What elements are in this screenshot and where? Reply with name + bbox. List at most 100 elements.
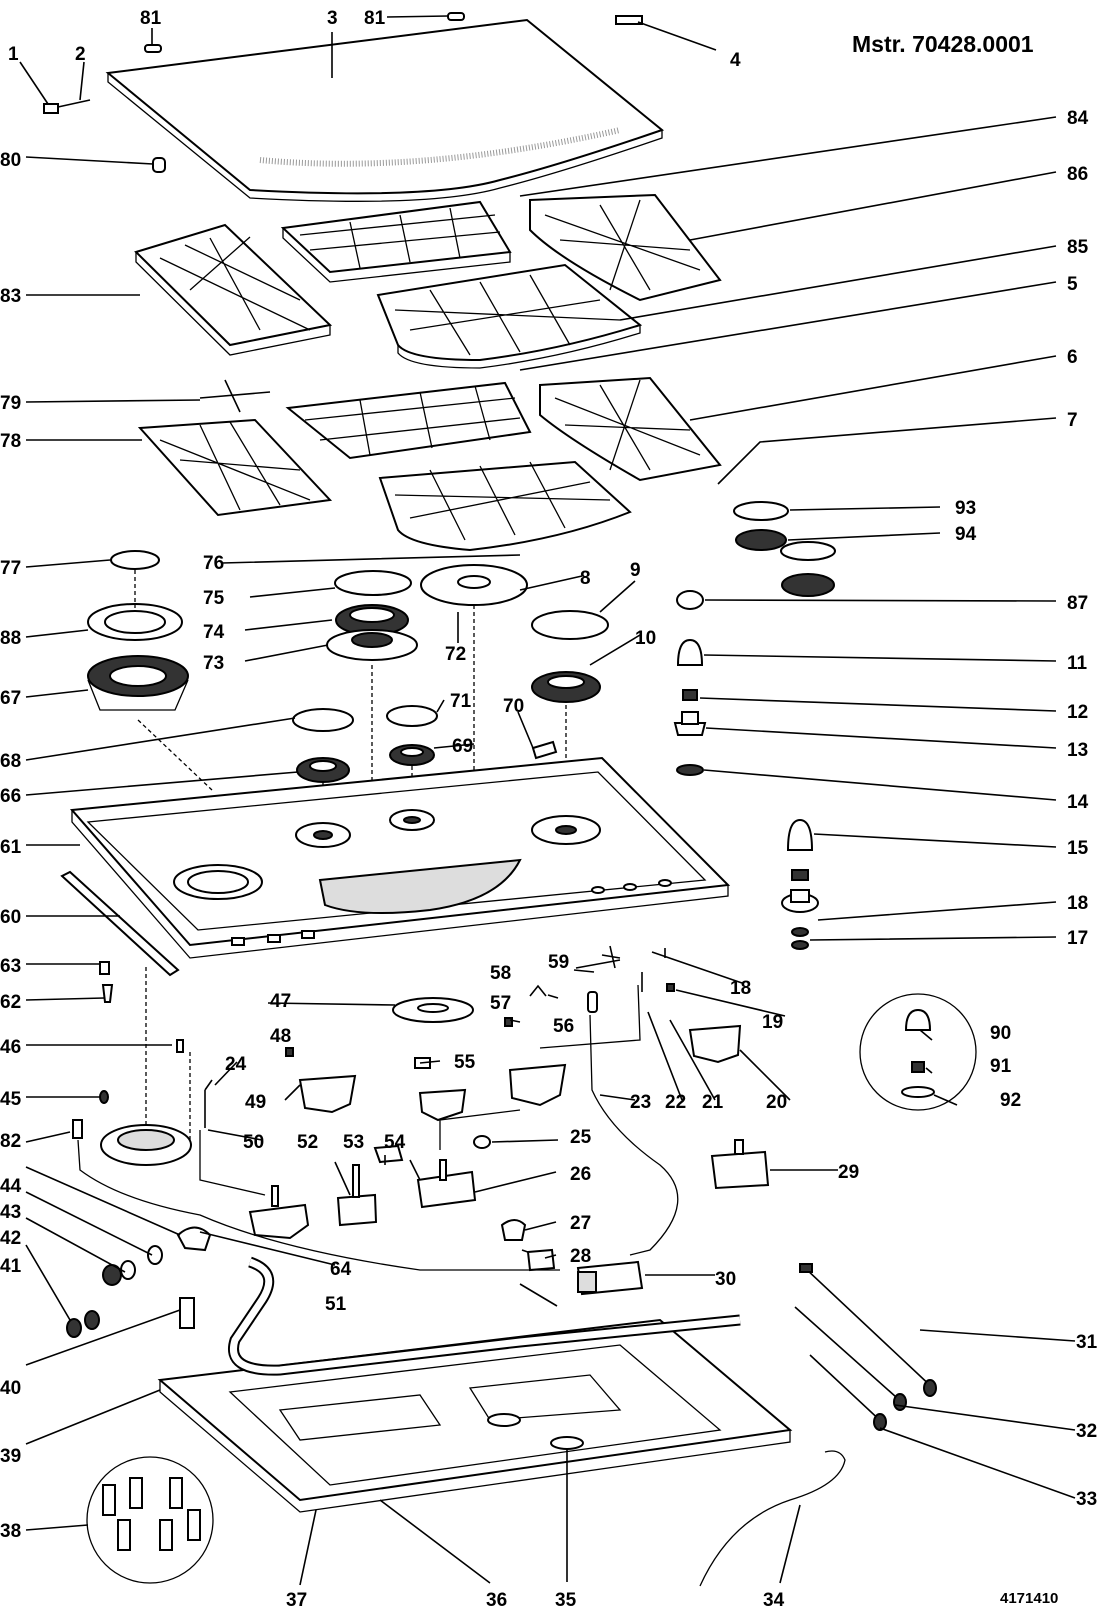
callout-29: 29	[838, 1162, 859, 1183]
callout-74: 74	[203, 622, 225, 643]
callout-22: 22	[665, 1092, 686, 1113]
callout-20: 20	[766, 1092, 787, 1113]
callout-92: 92	[1000, 1090, 1021, 1111]
callout-81-left: 81	[140, 8, 162, 29]
callout-24: 24	[225, 1054, 247, 1075]
detail-90-92	[859, 993, 977, 1111]
callout-35: 35	[555, 1590, 577, 1611]
callout-3: 3	[327, 8, 338, 29]
ignition-wiring	[77, 984, 679, 1271]
callout-28: 28	[570, 1246, 591, 1267]
callout-46: 46	[0, 1037, 21, 1058]
callout-15: 15	[1067, 838, 1089, 859]
callout-93: 93	[955, 498, 976, 519]
parts-artwork	[43, 12, 977, 1587]
feed-pipes-31-33	[794, 1263, 937, 1431]
callout-70: 70	[503, 696, 524, 717]
injector-set-38	[86, 1456, 214, 1584]
callout-45: 45	[0, 1089, 22, 1110]
callout-19: 19	[762, 1012, 783, 1033]
callout-54: 54	[384, 1132, 406, 1153]
callout-34: 34	[763, 1590, 785, 1611]
callout-44: 44	[0, 1176, 22, 1197]
pan-support-78	[137, 418, 333, 517]
callout-80: 80	[0, 150, 21, 171]
gas-manifold-pipe	[179, 1248, 741, 1376]
pan-support-top	[285, 381, 532, 460]
callout-90: 90	[990, 1023, 1011, 1044]
callout-68: 68	[0, 751, 21, 772]
callout-1: 1	[8, 44, 19, 65]
callout-83: 83	[0, 286, 21, 307]
callout-18-right: 18	[1067, 893, 1088, 914]
pan-support-86	[529, 193, 722, 302]
callout-63: 63	[0, 956, 21, 977]
callout-33: 33	[1076, 1489, 1097, 1510]
knob-stack-15-16-17	[781, 818, 819, 950]
callout-53: 53	[343, 1132, 364, 1153]
callout-47: 47	[270, 991, 291, 1012]
callout-36: 36	[486, 1590, 507, 1611]
callout-48: 48	[270, 1026, 291, 1047]
model-number: Mstr. 70428.0001	[852, 31, 1034, 57]
burner-9-10	[531, 610, 609, 820]
callout-73: 73	[203, 653, 224, 674]
callout-84: 84	[1067, 108, 1089, 129]
side-trim-60	[60, 870, 180, 977]
callout-40: 40	[0, 1378, 21, 1399]
callout-82: 82	[0, 1131, 21, 1152]
knob-stack-87-11-12-13-14	[673, 590, 707, 776]
callout-7: 7	[1067, 410, 1078, 431]
pan-support-79-clip	[199, 379, 271, 413]
callout-50: 50	[243, 1132, 264, 1153]
callout-26: 26	[570, 1164, 591, 1185]
burner-cups-48-54-20-23	[285, 1017, 742, 1122]
callout-56: 56	[553, 1016, 574, 1037]
callout-17: 17	[1067, 928, 1088, 949]
callout-30: 30	[715, 1269, 736, 1290]
callout-49: 49	[245, 1092, 266, 1113]
callout-85: 85	[1067, 237, 1089, 258]
callout-43: 43	[0, 1202, 21, 1223]
hinge-parts	[43, 12, 643, 173]
callout-61: 61	[0, 837, 22, 858]
callout-52: 52	[297, 1132, 318, 1153]
callout-labels: 1 2 81 3 81 4 80 84 86 85 5 83 6 79 7 78…	[0, 8, 1098, 1611]
callout-59: 59	[548, 952, 569, 973]
callout-27: 27	[570, 1213, 591, 1234]
callout-71: 71	[450, 691, 472, 712]
leader-lines	[19, 15, 1076, 1586]
callout-94: 94	[955, 524, 977, 545]
callout-91: 91	[990, 1056, 1012, 1077]
callout-75: 75	[203, 588, 225, 609]
pan-support-6	[539, 376, 722, 482]
connectors-27-28-29-30	[500, 1139, 770, 1296]
burner-75-74-73	[326, 570, 418, 840]
burner-base-45-46	[100, 965, 192, 1166]
small-parts-63-62-46-45	[72, 961, 184, 1139]
callout-58: 58	[490, 963, 511, 984]
pan-support-84	[280, 200, 512, 283]
callout-11: 11	[1067, 653, 1088, 674]
burner-71-69	[386, 705, 438, 810]
callout-5: 5	[1067, 274, 1078, 295]
callout-18-center: 18	[730, 978, 751, 999]
electrode-70	[531, 740, 558, 760]
callout-67: 67	[0, 688, 21, 709]
callout-21: 21	[702, 1092, 724, 1113]
burner-68-66	[292, 708, 354, 820]
callout-39: 39	[0, 1446, 21, 1467]
callout-78: 78	[0, 431, 21, 452]
callout-55: 55	[454, 1052, 476, 1073]
callout-72: 72	[445, 644, 466, 665]
callout-64: 64	[330, 1259, 352, 1280]
callout-31: 31	[1076, 1332, 1098, 1353]
callout-12: 12	[1067, 702, 1088, 723]
callout-10: 10	[635, 628, 656, 649]
callout-79: 79	[0, 393, 21, 414]
pan-support-83	[134, 223, 333, 356]
callout-6: 6	[1067, 347, 1078, 368]
callout-32: 32	[1076, 1421, 1097, 1442]
callout-41: 41	[0, 1256, 22, 1277]
callout-25: 25	[570, 1127, 592, 1148]
